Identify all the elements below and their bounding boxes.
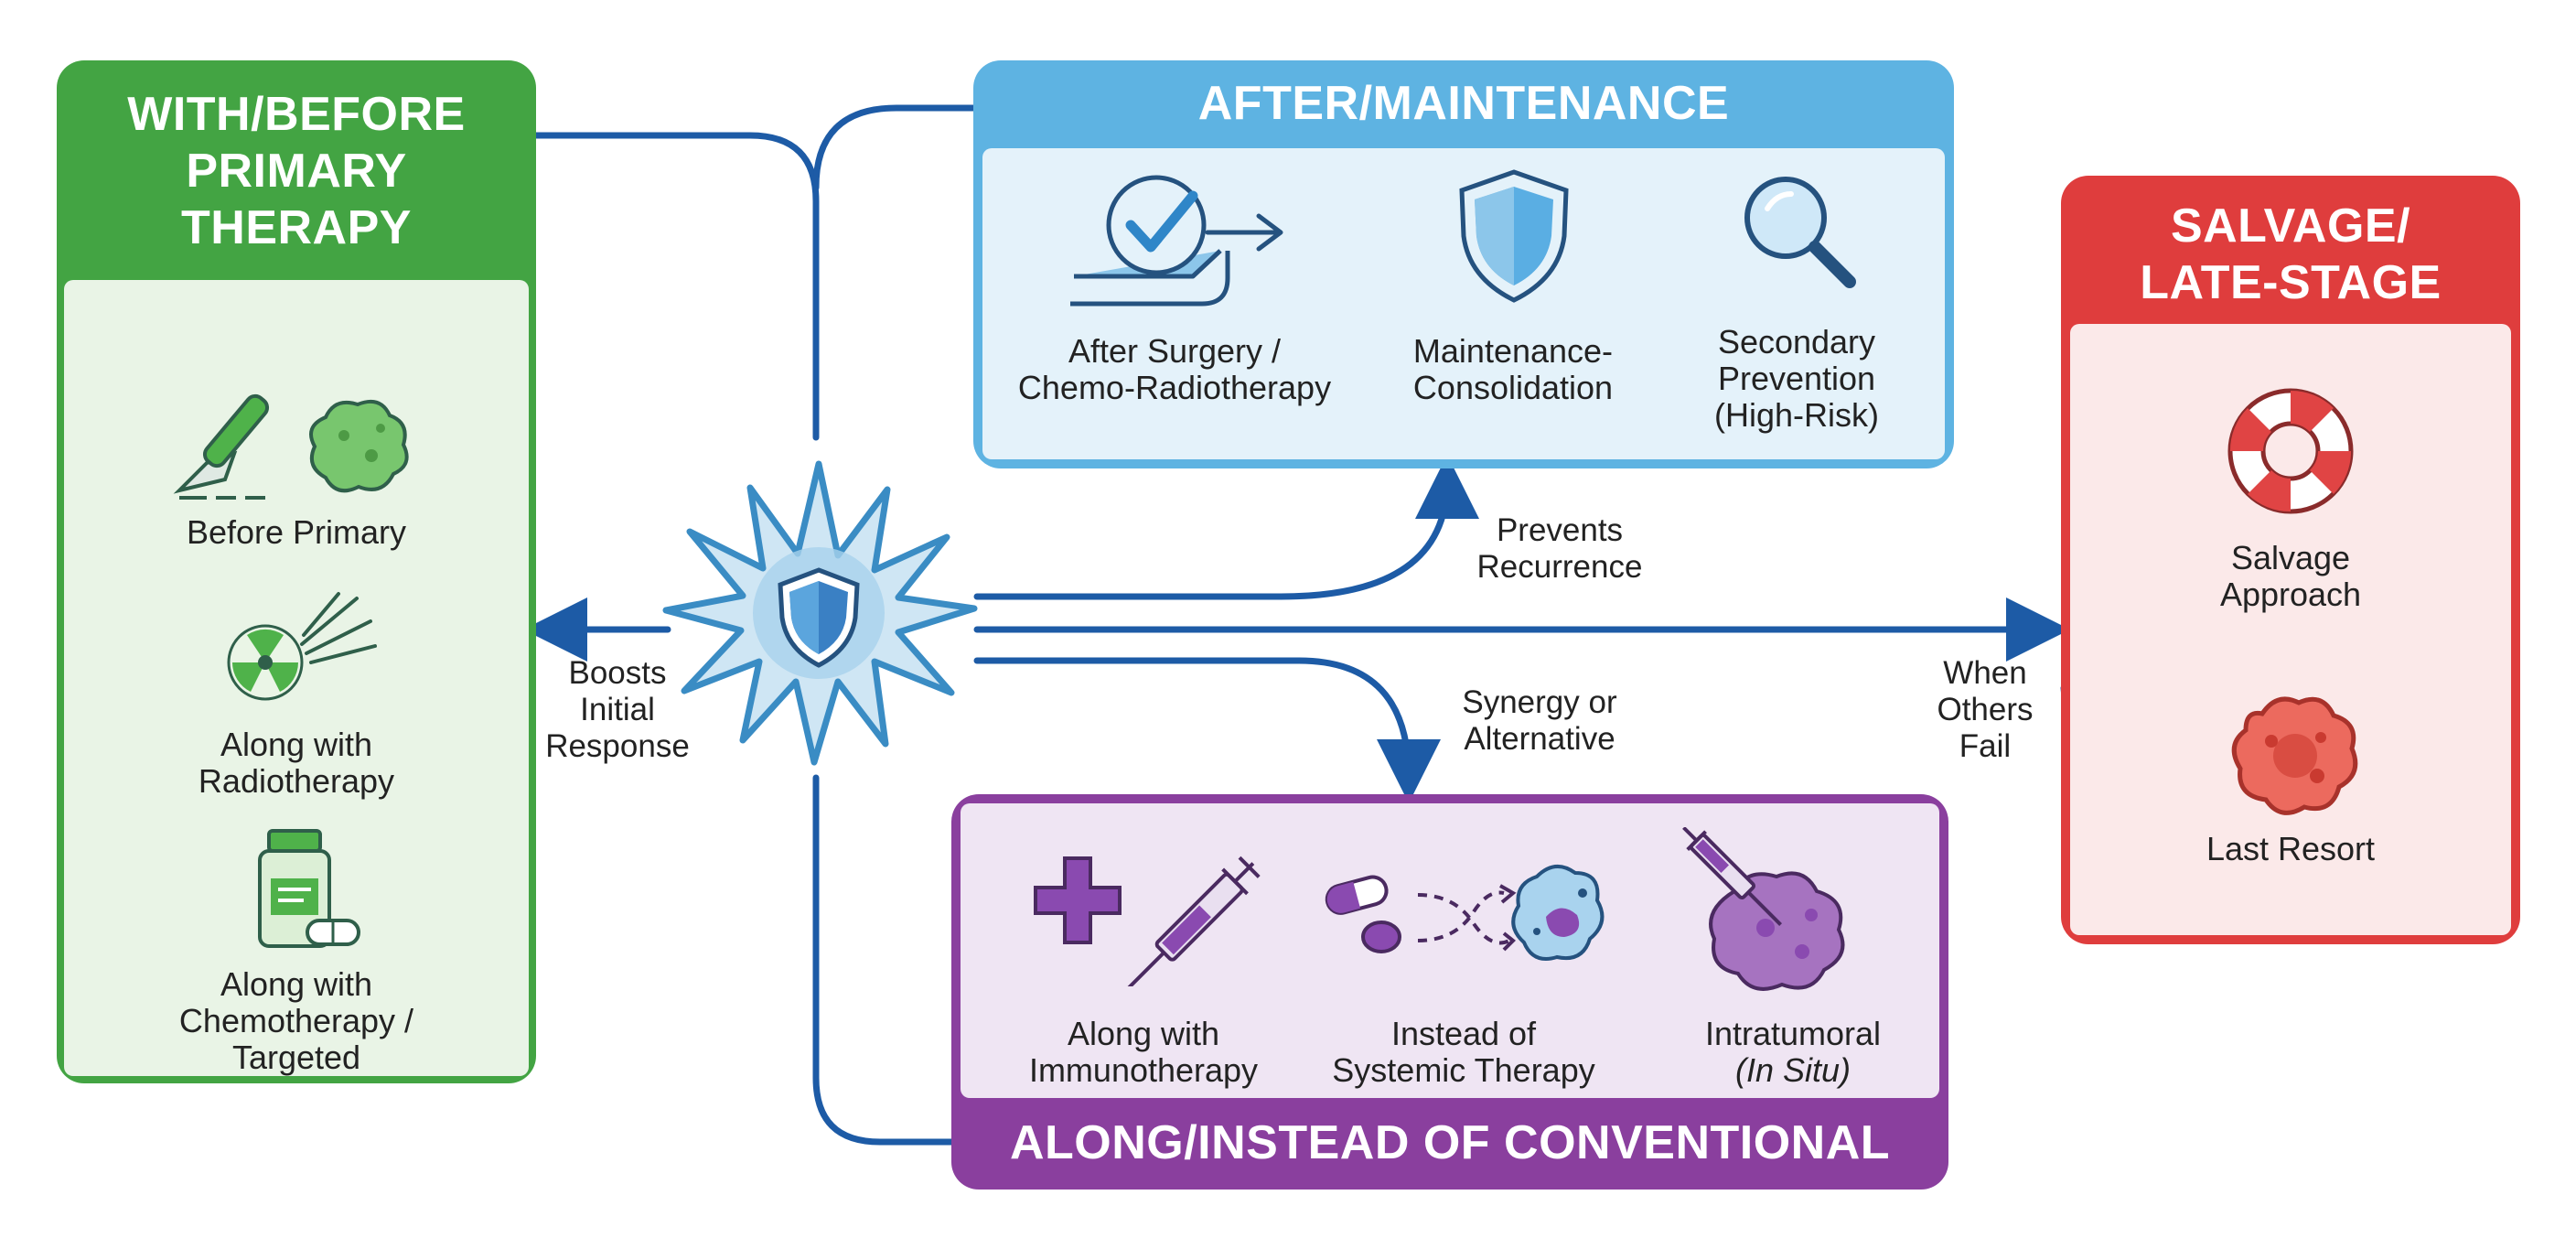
label-line: Prevention — [1717, 360, 1876, 397]
label-line: Last Resort — [2206, 830, 2376, 867]
immune-cell-shield-icon — [662, 460, 978, 766]
arrow-label-synergy: Synergy or Alternative — [1444, 684, 1636, 758]
label-line: Salvage — [2230, 539, 2351, 576]
panel-body: Before Primary Along with Radiotherapy — [64, 280, 529, 1076]
arrow-prevents — [973, 455, 1479, 600]
label-line: Chemotherapy / — [178, 1002, 414, 1039]
label-line: (High-Risk) — [1714, 396, 1879, 434]
panel-title: ALONG/INSTEAD OF CONVENTIONAL — [1009, 1116, 1891, 1169]
label-line: Along with — [1067, 1015, 1220, 1052]
connector-purple-bottom — [812, 774, 955, 1146]
label-line: Synergy or — [1462, 684, 1617, 720]
label-line: Response — [545, 728, 690, 764]
lifebuoy-icon — [2227, 388, 2354, 514]
label-line: Secondary — [1717, 323, 1876, 361]
magnifier-icon — [1744, 177, 1856, 288]
panel-body: Salvage Approach Last Resort — [2070, 324, 2511, 935]
label-line: Instead of — [1390, 1015, 1537, 1052]
label-line: Maintenance- — [1412, 332, 1614, 370]
arrow-label-boosts: Boosts Initial Response — [540, 655, 695, 765]
item-label: Along with Radiotherapy — [64, 727, 529, 800]
radiation-icon — [227, 592, 377, 701]
medication-bottle-icon — [258, 829, 360, 948]
check-arrow-icon — [1070, 175, 1283, 307]
connector-green-top — [532, 132, 820, 441]
label-line: Approach — [2219, 576, 2362, 613]
item-label: Along with Immunotherapy — [997, 1016, 1290, 1089]
label-line: When — [1943, 655, 2027, 691]
label-line: Consolidation — [1412, 369, 1614, 406]
label-line: Intratumoral — [1704, 1015, 1882, 1052]
with-before-primary-therapy-panel: WITH/BEFORE PRIMARY THERAPY Before Prima… — [57, 60, 536, 1083]
label-line: Radiotherapy — [198, 762, 395, 800]
panel-title: AFTER/MAINTENANCE — [1197, 77, 1730, 130]
label-line: Prevents — [1496, 512, 1624, 548]
pills-to-cell-icon — [1325, 865, 1605, 961]
item-label: Salvage Approach — [2070, 540, 2511, 613]
item-label: Before Primary — [64, 514, 529, 551]
injection-tumor-icon — [1682, 827, 1845, 991]
arrow-label-when-others-fail: When Others Fail — [1921, 655, 2049, 765]
item-label: After Surgery / Chemo-Radiotherapy — [1010, 333, 1339, 406]
item-label: Secondary Prevention (High-Risk) — [1678, 324, 1916, 434]
label-line: Systemic Therapy — [1332, 1051, 1595, 1089]
panel-title: SALVAGE/ LATE-STAGE — [2061, 198, 2520, 311]
item-label: Instead of Systemic Therapy — [1308, 1016, 1619, 1089]
tumor-icon — [2231, 696, 2358, 815]
item-label: Maintenance- Consolidation — [1367, 333, 1659, 406]
label-line: Others — [1937, 692, 2034, 727]
label-line: Before Primary — [186, 513, 407, 551]
after-maintenance-panel: AFTER/MAINTENANCE After Surgery / Chemo-… — [973, 60, 1954, 468]
panel-body: After Surgery / Chemo-Radiotherapy Maint… — [982, 148, 1945, 459]
label-line: Boosts — [568, 655, 667, 691]
plus-syringe-icon — [1034, 856, 1261, 986]
label-line: (In Situ) — [1734, 1051, 1852, 1089]
arrow-label-prevents: Prevents Recurrence — [1464, 512, 1656, 586]
item-label: Last Resort — [2070, 831, 2511, 867]
item-label: Intratumoral (In Situ) — [1674, 1016, 1912, 1089]
title-line: PRIMARY — [186, 145, 407, 198]
label-line: Targeted — [231, 1039, 361, 1076]
shield-icon — [1459, 169, 1569, 303]
label-line: Along with — [220, 965, 373, 1003]
title-line: SALVAGE/ — [2170, 199, 2411, 253]
panel-title: WITH/BEFORE PRIMARY THERAPY — [57, 86, 536, 256]
along-instead-of-conventional-panel: Along with Immunotherapy Instead of — [951, 794, 1948, 1190]
label-line: Chemo-Radiotherapy — [1017, 369, 1332, 406]
panel-body: Along with Immunotherapy Instead of — [961, 803, 1939, 1098]
title-line: LATE-STAGE — [2140, 256, 2442, 309]
label-line: Recurrence — [1476, 549, 1643, 585]
label-line: Along with — [220, 726, 373, 763]
connector-blue-top — [812, 104, 977, 191]
label-line: Initial — [580, 692, 655, 727]
title-line: WITH/BEFORE — [127, 88, 466, 141]
arrow-synergy — [973, 657, 1441, 803]
label-line: Alternative — [1464, 721, 1615, 757]
label-line: After Surgery / — [1068, 332, 1282, 370]
scalpel-tumor-icon — [173, 393, 409, 500]
title-line: THERAPY — [181, 201, 412, 254]
salvage-late-stage-panel: SALVAGE/ LATE-STAGE Salvage Approach — [2061, 176, 2520, 944]
label-line: Fail — [1959, 728, 2012, 764]
label-line: Immunotherapy — [1028, 1051, 1259, 1089]
item-label: Along with Chemotherapy / Targeted — [64, 966, 529, 1076]
